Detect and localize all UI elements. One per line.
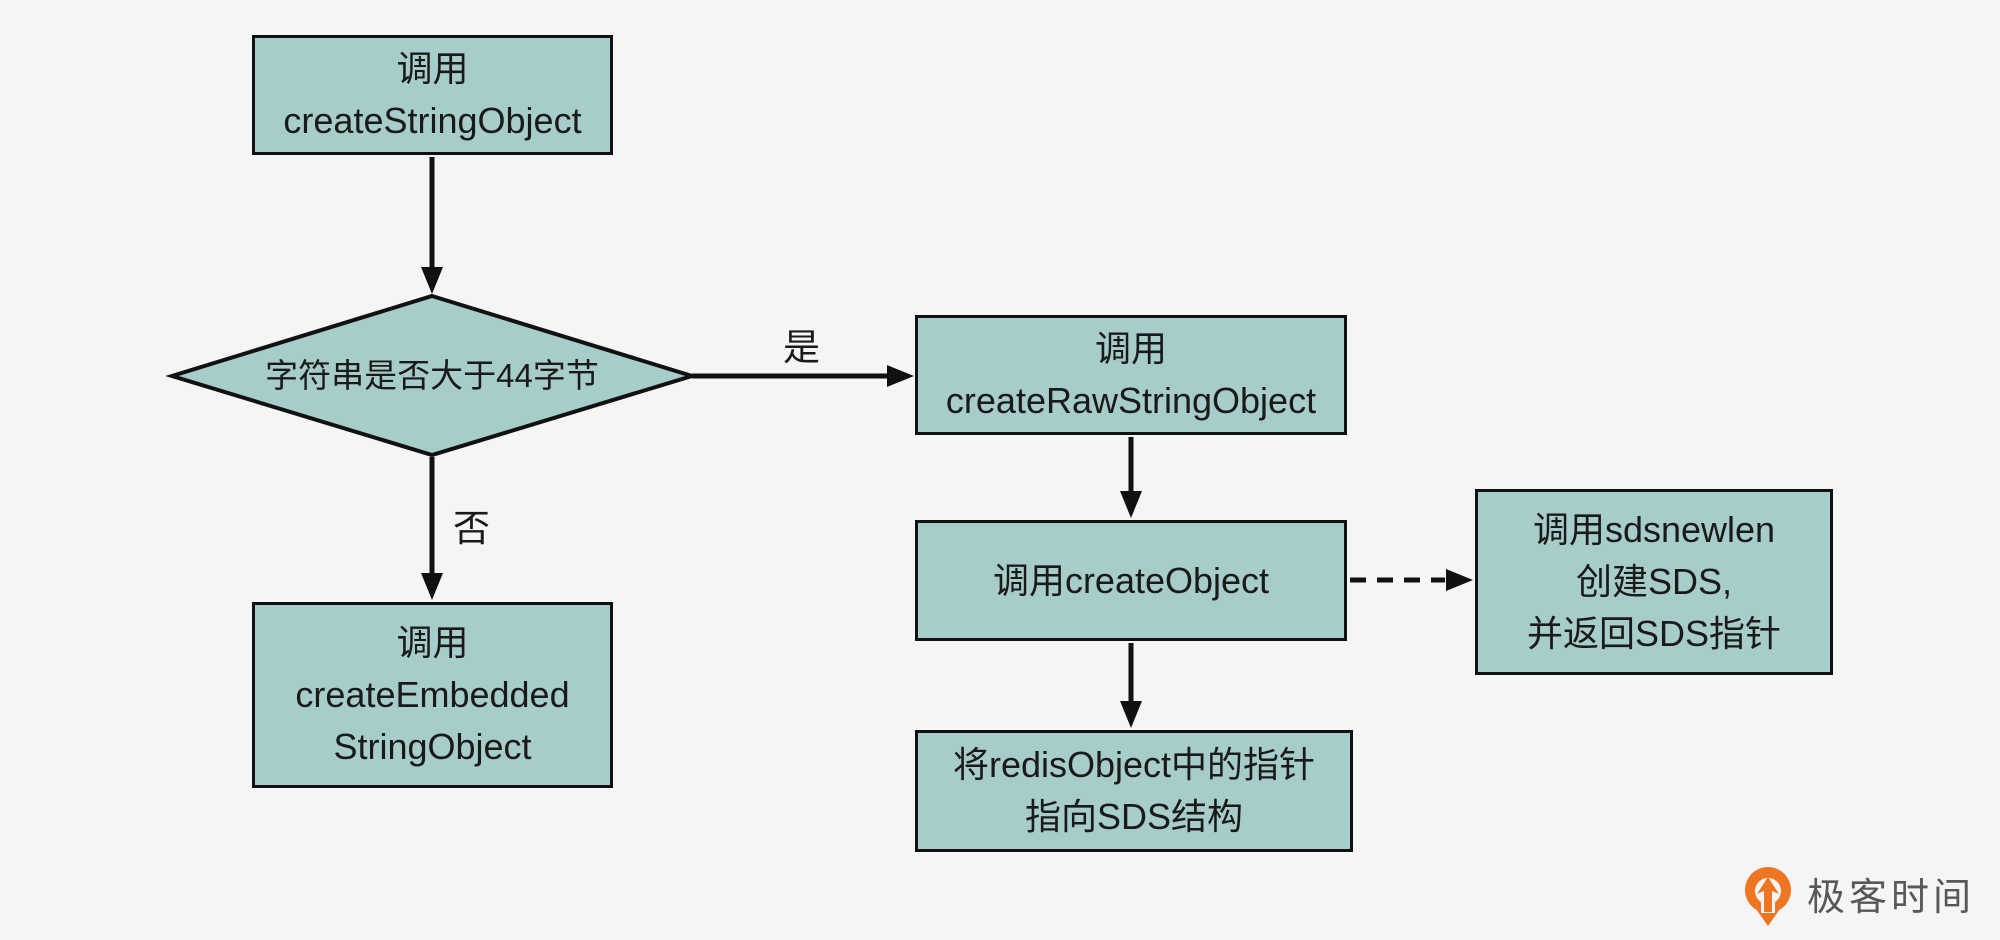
- node-create-string-object-line1: 调用: [396, 48, 469, 89]
- node-create-raw-string-object: 调用 createRawStringObject: [915, 315, 1347, 435]
- node-create-object-label: 调用createObject: [992, 559, 1270, 601]
- arrow-decision-to-raw-head: [887, 365, 914, 387]
- arrow-createobject-to-assign: [1120, 643, 1142, 728]
- node-assign-pointer-line1: 将redisObject中的指针: [952, 744, 1316, 785]
- arrow-start-to-decision: [421, 157, 443, 294]
- edge-label-no: 否: [453, 508, 490, 549]
- node-create-raw-string-object-line1: 调用: [1094, 328, 1167, 369]
- node-create-embedded-string-object-line1: 调用: [396, 622, 469, 663]
- geektime-logo-text: 极客时间: [1807, 877, 1976, 919]
- node-sdsnewlen-line2: 创建SDS,: [1575, 561, 1733, 602]
- node-create-raw-string-object-line2: createRawStringObject: [945, 380, 1317, 421]
- node-sdsnewlen-line1: 调用sdsnewlen: [1532, 509, 1776, 550]
- arrow-createobject-to-sdsnewlen-head: [1446, 569, 1473, 591]
- edge-label-yes: 是: [783, 327, 820, 368]
- node-create-string-object: 调用 createStringObject: [252, 35, 613, 155]
- node-decision-label: 字符串是否大于44字节: [265, 357, 599, 394]
- node-sdsnewlen-line3: 并返回SDS指针: [1526, 613, 1782, 654]
- arrow-decision-to-embedded: [421, 457, 443, 600]
- node-create-string-object-line2: createStringObject: [283, 100, 582, 141]
- node-create-object: 调用createObject: [915, 520, 1347, 641]
- decision-diamond-shape: [165, 293, 699, 458]
- arrow-start-to-decision-head: [421, 267, 443, 294]
- arrow-createobject-to-sdsnewlen: [1350, 569, 1473, 591]
- node-assign-pointer: 将redisObject中的指针 指向SDS结构: [915, 730, 1353, 852]
- node-create-embedded-string-object-line2: createEmbedded: [295, 674, 570, 715]
- geektime-logo-icon: [1745, 867, 1791, 926]
- arrow-raw-to-createobject-head: [1120, 491, 1142, 518]
- arrow-createobject-to-assign-head: [1120, 701, 1142, 728]
- node-create-embedded-string-object-line3: StringObject: [333, 726, 532, 767]
- arrow-raw-to-createobject: [1120, 437, 1142, 518]
- arrow-decision-to-embedded-head: [421, 573, 443, 600]
- node-create-embedded-string-object: 调用 createEmbedded StringObject: [252, 602, 613, 788]
- node-sdsnewlen: 调用sdsnewlen 创建SDS, 并返回SDS指针: [1475, 489, 1833, 675]
- arrow-decision-to-raw: [692, 365, 914, 387]
- node-assign-pointer-line2: 指向SDS结构: [1024, 796, 1244, 837]
- geektime-logo: 极客时间: [1744, 866, 1975, 930]
